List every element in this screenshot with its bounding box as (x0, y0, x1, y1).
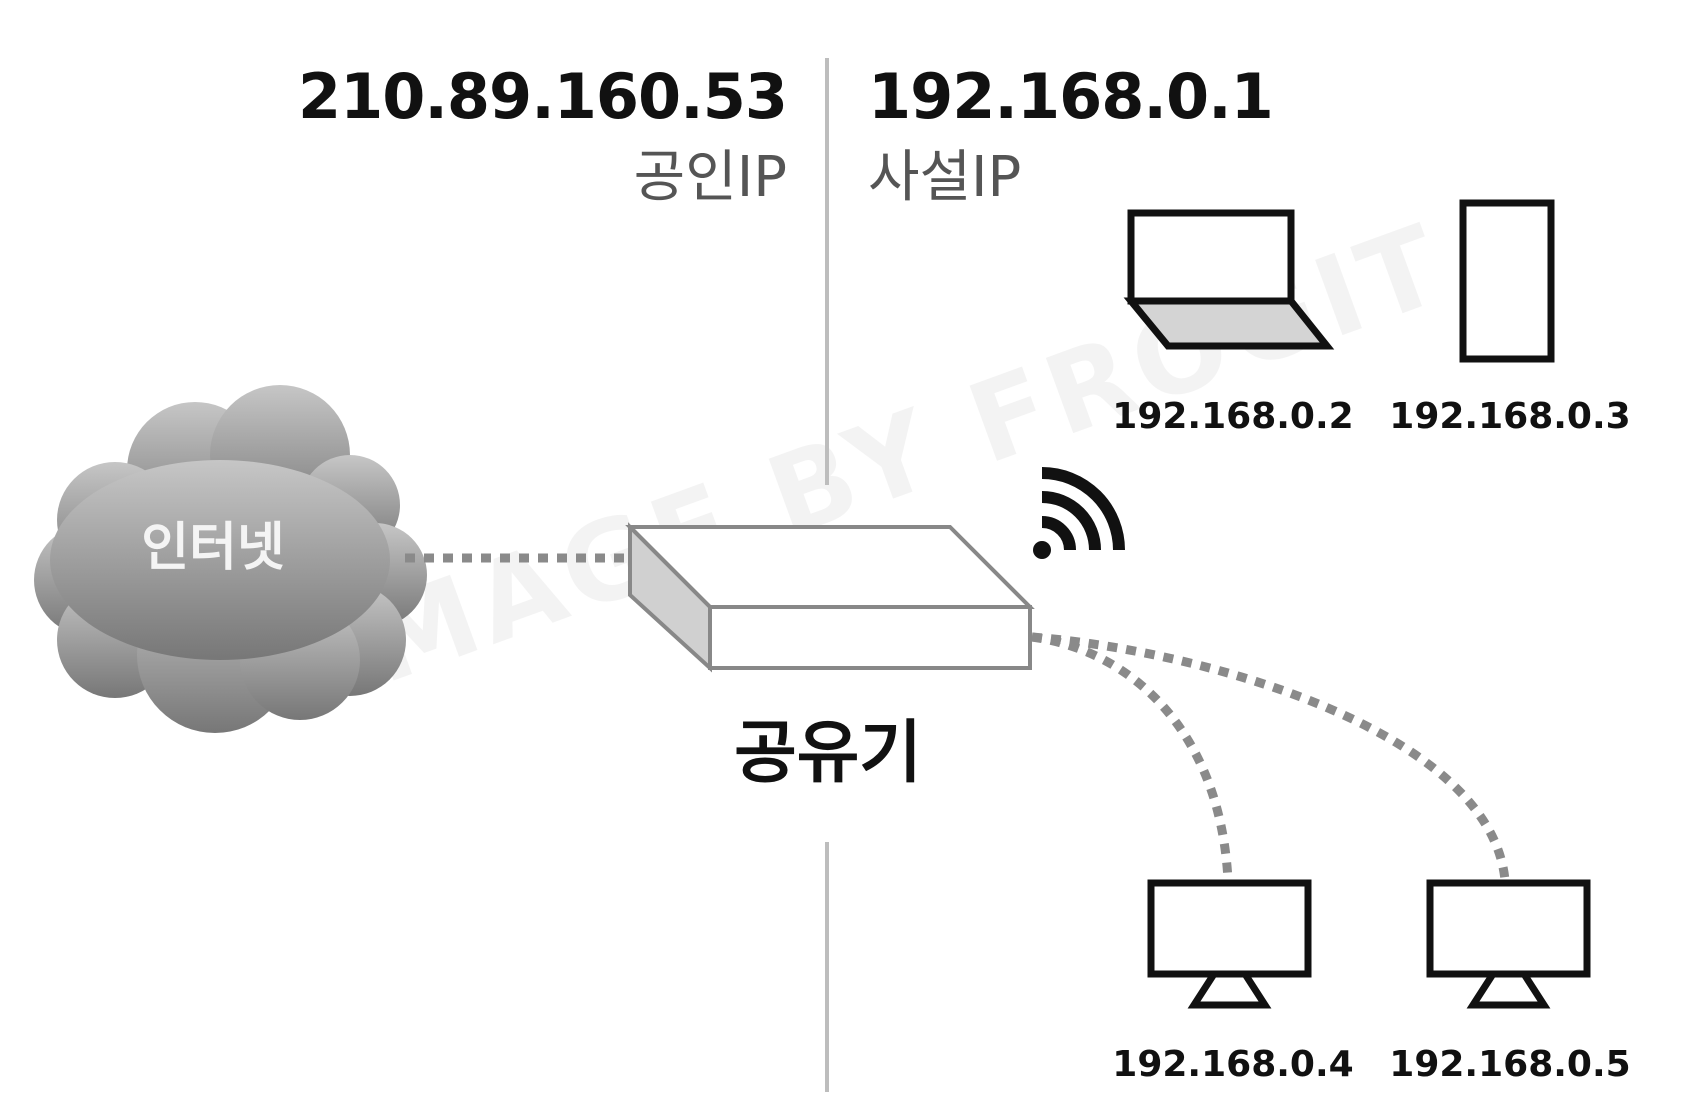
monitor2-link (1031, 632, 1510, 881)
monitor-icon (1147, 879, 1312, 1009)
monitor1-ip: 192.168.0.4 (1112, 1044, 1353, 1085)
laptop-ip: 192.168.0.2 (1112, 396, 1353, 437)
public-ip: 210.89.160.53 (298, 60, 787, 133)
private-ip: 192.168.0.1 (868, 60, 1273, 133)
router-icon (625, 522, 1035, 673)
wifi-icon (1033, 467, 1125, 559)
private-ip-label: 사설IP (868, 145, 1021, 210)
public-ip-label: 공인IP (634, 145, 787, 210)
monitor2-ip: 192.168.0.5 (1389, 1044, 1630, 1085)
tablet-ip: 192.168.0.3 (1389, 396, 1630, 437)
laptop-icon (1123, 209, 1335, 350)
monitor1-link (1031, 632, 1233, 881)
monitor-icon (1426, 879, 1591, 1009)
router-label: 공유기 (734, 714, 922, 793)
cloud-icon (34, 385, 427, 733)
internet-label: 인터넷 (141, 518, 285, 578)
tablet-icon (1459, 199, 1555, 363)
